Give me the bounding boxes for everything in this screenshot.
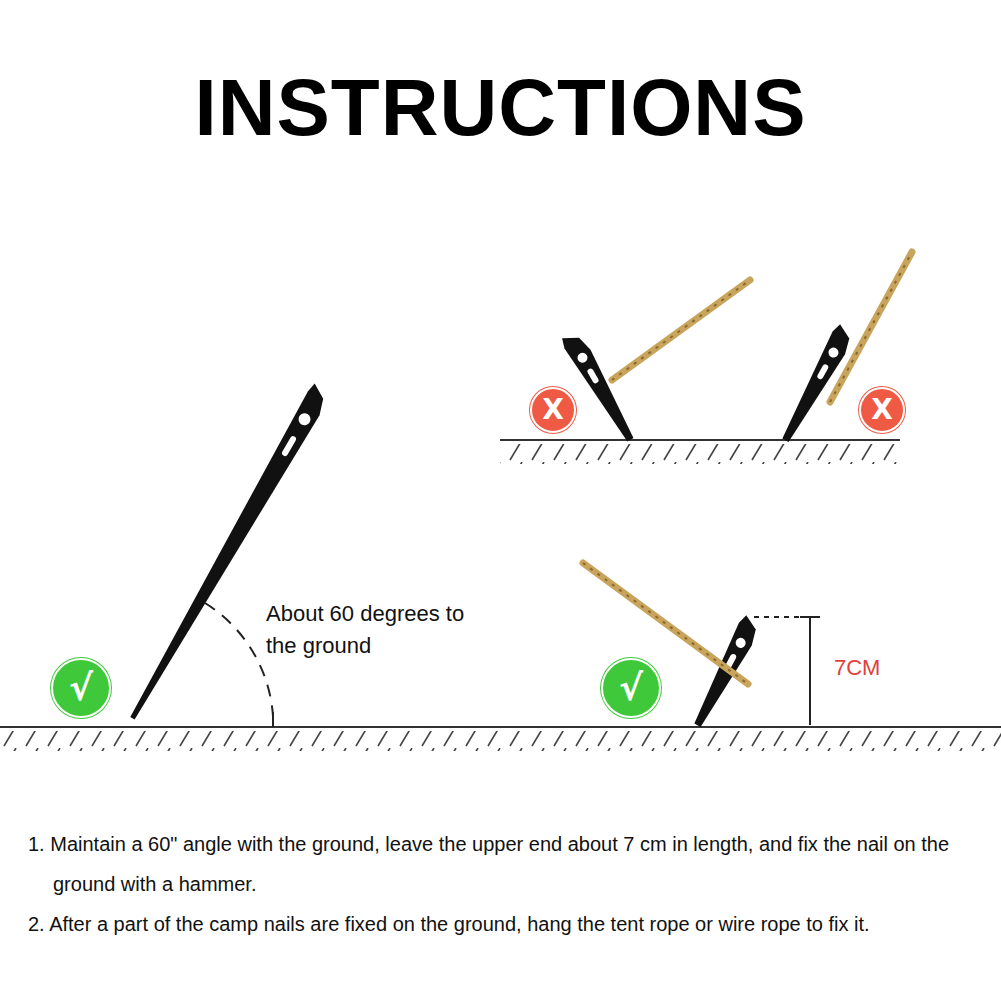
ground-line xyxy=(500,439,900,441)
title: INSTRUCTIONS xyxy=(0,62,1001,154)
dimension-line xyxy=(754,616,808,618)
tent-stake xyxy=(775,323,856,446)
badge-mark: √ xyxy=(69,670,93,706)
ground-hatch xyxy=(500,444,900,464)
correct-badge: √ xyxy=(601,658,661,718)
wrong-badge: X xyxy=(530,387,576,433)
angle-arc xyxy=(272,712,274,727)
dimension-tick xyxy=(800,616,820,618)
rope-rod xyxy=(830,252,912,402)
rope-rod xyxy=(583,563,748,684)
angle-arc xyxy=(205,603,273,716)
wrong-badge: X xyxy=(859,387,905,433)
ground-hatch xyxy=(0,731,1001,751)
dimension-label: 7CM xyxy=(834,655,880,681)
instruction-step: 2. After a part of the camp nails are fi… xyxy=(28,904,998,944)
tent-stake xyxy=(687,614,763,730)
angle-label: About 60 degrees to the ground xyxy=(266,598,466,662)
rope-rod xyxy=(612,280,750,380)
instruction-step: 1. Maintain a 60" angle with the ground,… xyxy=(28,824,998,904)
correct-badge: √ xyxy=(51,658,111,718)
ground-line xyxy=(0,726,1001,728)
badge-mark: X xyxy=(542,396,564,424)
tent-stake xyxy=(559,329,639,446)
dimension-line xyxy=(809,617,811,725)
tent-stake xyxy=(122,383,332,724)
badge-mark: X xyxy=(871,396,893,424)
badge-mark: √ xyxy=(619,670,643,706)
